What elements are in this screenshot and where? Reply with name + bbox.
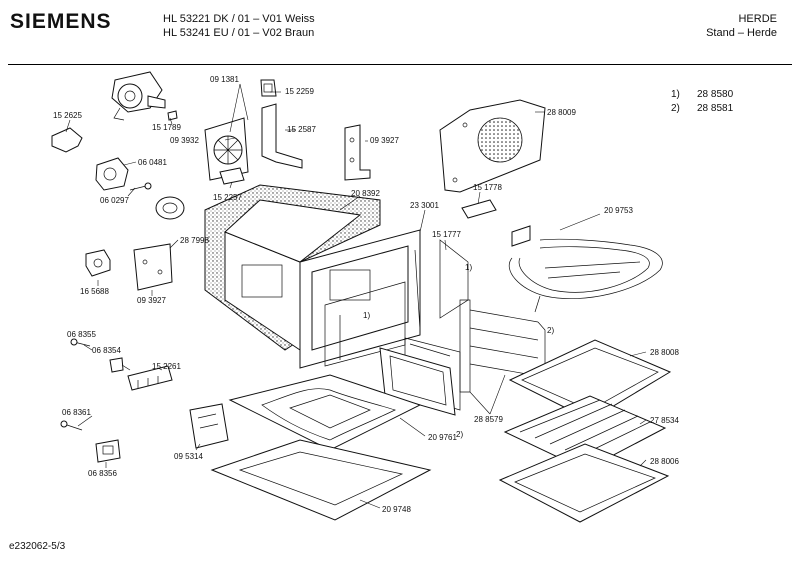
bracket-part-151778 [461, 199, 497, 219]
baking-tray-part-288008 [508, 339, 672, 421]
screw-part-068361 [60, 420, 83, 431]
label-068355: 06 8355 [67, 330, 96, 339]
label-152587: 15 2587 [287, 125, 316, 134]
label-060297: 06 0297 [100, 196, 129, 205]
screw-part-151789 [167, 110, 178, 121]
label-152257: 15 2257 [213, 193, 242, 202]
label-208392: 20 8392 [351, 189, 380, 198]
terminal-block-part [127, 365, 173, 391]
hinge-part-165688 [85, 249, 111, 277]
label-151778: 15 1778 [473, 183, 502, 192]
label-091381: 09 1381 [210, 75, 239, 84]
label-165688: 16 5688 [80, 287, 109, 296]
label-152625: 15 2625 [53, 111, 82, 120]
label-060481: 06 0481 [138, 158, 167, 167]
knob-part [155, 196, 185, 220]
category-label: HERDE [738, 13, 777, 25]
control-board-part-095314 [189, 403, 229, 449]
duct-part-152587 [261, 103, 303, 169]
label-footnote-2-a: 2) [547, 326, 554, 335]
label-287998: 28 7998 [180, 236, 209, 245]
label-095314: 09 5314 [174, 452, 203, 461]
footnote-1-value: 28 8580 [697, 89, 734, 100]
label-233001: 23 3001 [410, 201, 439, 210]
label-068354: 06 8354 [92, 346, 121, 355]
bracket-part-152625 [51, 127, 83, 153]
footnote-2-mark: 2) [671, 103, 680, 114]
label-209753: 20 9753 [604, 206, 633, 215]
label-288008: 28 8008 [650, 348, 679, 357]
header-divider [8, 64, 792, 65]
label-151777: 15 1777 [432, 230, 461, 239]
label-footnote-2-b: 2) [456, 430, 463, 439]
footnote-2-value: 28 8581 [697, 103, 734, 114]
hinge-plate-part-287998 [133, 243, 173, 291]
clip-part-152259 [260, 79, 277, 97]
bracket-part-093927-top [344, 124, 371, 181]
label-152261: 15 2261 [152, 362, 181, 371]
washer-part-152257 [219, 167, 245, 185]
label-151789: 15 1789 [152, 123, 181, 132]
bottom-plate-part-209748 [210, 439, 432, 521]
label-093932: 09 3932 [170, 136, 199, 145]
label-068356: 06 8356 [88, 469, 117, 478]
thermostat-part-060481 [95, 157, 129, 191]
drip-pan-part-288006 [498, 443, 670, 523]
rear-fan-cover-part [439, 99, 546, 193]
label-152259: 15 2259 [285, 87, 314, 96]
label-288009: 28 8009 [547, 108, 576, 117]
model-line-1: HL 53221 DK / 01 – V01 Weiss [163, 13, 315, 25]
label-footnote-1-b: 1) [363, 311, 370, 320]
label-209761: 20 9761 [428, 433, 457, 442]
footnote-1-mark: 1) [671, 89, 680, 100]
rail-part-151777 [439, 239, 469, 319]
label-093927-side: 09 3927 [137, 296, 166, 305]
label-278534: 27 8534 [650, 416, 679, 425]
screw-part-068355 [70, 338, 91, 347]
connector-part-068356 [95, 439, 121, 463]
label-288579: 28 8579 [474, 415, 503, 424]
brand-logo: SIEMENS [10, 10, 112, 33]
subcategory-label: Stand – Herde [706, 27, 777, 39]
label-footnote-1-a: 1) [465, 263, 472, 272]
clip-part-068354 [109, 357, 124, 373]
screw-part-060297 [129, 182, 152, 191]
model-line-2: HL 53241 EU / 01 – V02 Braun [163, 27, 315, 39]
label-288006: 28 8006 [650, 457, 679, 466]
leader-lines [65, 83, 647, 509]
oven-muffle-part [204, 184, 421, 369]
label-068361: 06 8361 [62, 408, 91, 417]
fan-motor-part [111, 71, 166, 121]
label-209748: 20 9748 [382, 505, 411, 514]
lower-heating-element-part [228, 374, 422, 451]
grill-element-part [508, 225, 663, 313]
label-093927-top: 09 3927 [370, 136, 399, 145]
fan-blade-part [204, 117, 249, 181]
document-id: e232062-5/3 [9, 541, 66, 552]
